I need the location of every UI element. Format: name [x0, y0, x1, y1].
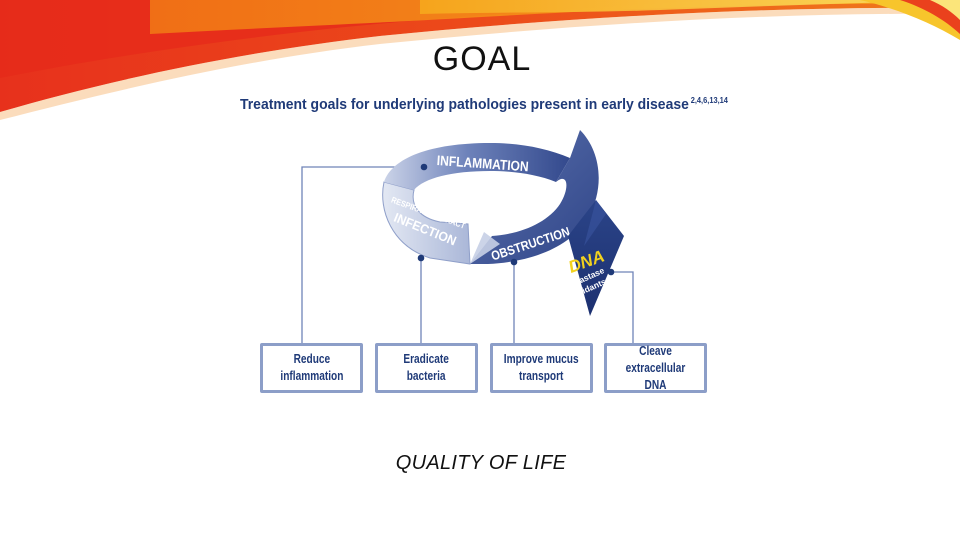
- connector-lines: [301, 166, 634, 345]
- flame-banner-decoration: [0, 0, 960, 120]
- infection-segment: [382, 181, 471, 265]
- goal-box-cleave-dna: Cleave extracellular DNA: [604, 343, 707, 393]
- goal-box-eradicate-bacteria: Eradicate bacteria: [375, 343, 478, 393]
- treatment-goals-diagram: INFLAMMATION RESPIRATORY TRACT INFECTION…: [301, 130, 634, 345]
- goal-line: Reduce: [293, 352, 330, 366]
- dot-dna: [607, 268, 615, 276]
- dot-inflammation: [420, 163, 428, 171]
- quality-of-life-caption: QUALITY OF LIFE: [395, 452, 567, 474]
- goal-line: Eradicate: [403, 352, 450, 366]
- connector-dna: [611, 271, 634, 345]
- diagram-heading: Treatment goals for underlying pathologi…: [240, 96, 728, 113]
- slide-title: GOAL: [432, 40, 532, 78]
- inflammation-segment: [384, 143, 570, 190]
- heading-references: 2,4,6,13,14: [690, 96, 728, 105]
- goal-box-improve-mucus-transport: Improve mucus transport: [490, 343, 593, 393]
- goal-line: inflammation: [279, 369, 343, 383]
- pathology-cycle: INFLAMMATION RESPIRATORY TRACT INFECTION…: [382, 130, 599, 266]
- connector-inflammation: [301, 166, 424, 345]
- obstruction-segment: [470, 130, 599, 264]
- goal-line: transport: [519, 369, 564, 383]
- inflammation-label: INFLAMMATION: [436, 152, 529, 174]
- diagram-heading-text: Treatment goals for underlying pathologi…: [240, 96, 689, 113]
- goal-line: Improve mucus: [504, 352, 579, 366]
- dot-obstruction: [510, 258, 518, 266]
- goal-line: extracellular DNA: [625, 360, 686, 392]
- dot-infection: [417, 254, 425, 262]
- goal-line: Cleave: [639, 343, 672, 358]
- goal-box-reduce-inflammation: Reduce inflammation: [260, 343, 363, 393]
- goal-line: bacteria: [407, 369, 446, 383]
- obstruction-arrowhead: [470, 232, 500, 264]
